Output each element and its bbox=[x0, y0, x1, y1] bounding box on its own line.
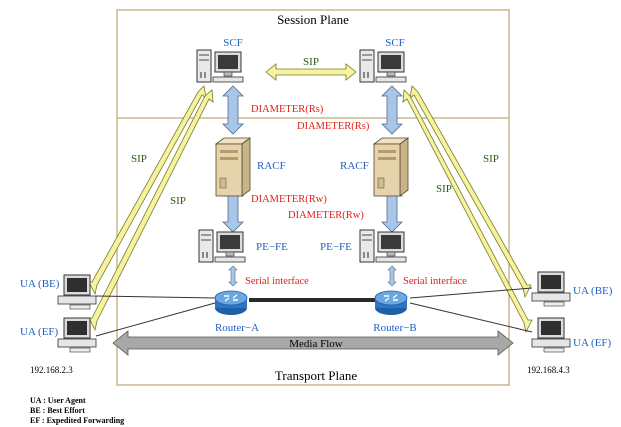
serial-label-right: Serial interface bbox=[403, 276, 467, 287]
transport-plane-title: Transport Plane bbox=[275, 368, 357, 383]
sip-arrows-right bbox=[402, 85, 533, 334]
access-links bbox=[95, 287, 533, 337]
racf-left-icon bbox=[215, 137, 251, 197]
pefe-left-label: PE−FE bbox=[256, 241, 288, 253]
racf-left-label: RACF bbox=[257, 160, 286, 172]
scf-left-label: SCF bbox=[223, 37, 243, 49]
sip-label-left-2: SIP bbox=[170, 195, 186, 207]
media-flow-arrow bbox=[112, 330, 514, 356]
pefe-right-icon bbox=[359, 229, 407, 263]
ua-ef-left-icon bbox=[57, 317, 97, 353]
diameter-rw-label-1: DIAMETER(Rw) bbox=[251, 194, 327, 205]
ua-be-right-icon bbox=[531, 271, 571, 307]
session-plane-title: Session Plane bbox=[277, 12, 349, 27]
pefe-right-label: PE−FE bbox=[320, 241, 352, 253]
router-a-icon bbox=[214, 290, 248, 316]
scf-right-icon bbox=[359, 49, 407, 83]
serial-arrows bbox=[228, 265, 397, 287]
media-flow-label: Media Flow bbox=[289, 338, 343, 350]
legend-ef: EF : Expedited Forwarding bbox=[30, 416, 125, 425]
sip-arrow-scf bbox=[265, 63, 357, 81]
serial-label-left: Serial interface bbox=[245, 276, 309, 287]
scf-left-icon bbox=[196, 49, 244, 83]
sip-label-right-1: SIP bbox=[483, 153, 499, 165]
sip-label-top: SIP bbox=[303, 56, 319, 68]
diameter-rs-label-1: DIAMETER(Rs) bbox=[251, 104, 324, 115]
racf-right-icon bbox=[373, 137, 409, 197]
ip-left: 192.168.2.3 bbox=[30, 365, 73, 375]
sip-label-right-2: SIP bbox=[436, 183, 452, 195]
legend-be: BE : Best Effort bbox=[30, 406, 85, 415]
diameter-rs-label-2: DIAMETER(Rs) bbox=[297, 121, 370, 132]
router-a-label: Router−A bbox=[215, 322, 259, 334]
scf-right-label: SCF bbox=[385, 37, 405, 49]
ua-be-left-icon bbox=[57, 274, 97, 310]
ua-be-left-label: UA (BE) bbox=[20, 278, 60, 290]
legend-ua: UA : User Agent bbox=[30, 396, 86, 405]
ua-ef-right-label: UA (EF) bbox=[573, 337, 612, 349]
router-b-label: Router−B bbox=[373, 322, 416, 334]
racf-right-label: RACF bbox=[340, 160, 369, 172]
ua-be-right-label: UA (BE) bbox=[573, 285, 613, 297]
ip-right: 192.168.4.3 bbox=[527, 365, 570, 375]
sip-label-left-1: SIP bbox=[131, 153, 147, 165]
ua-ef-left-label: UA (EF) bbox=[20, 326, 59, 338]
router-b-icon bbox=[374, 290, 408, 316]
plane-frame bbox=[116, 9, 510, 386]
pefe-left-icon bbox=[198, 229, 246, 263]
ua-ef-right-icon bbox=[531, 317, 571, 353]
sip-arrows-left bbox=[88, 85, 214, 332]
diameter-rw-label-2: DIAMETER(Rw) bbox=[288, 210, 364, 221]
